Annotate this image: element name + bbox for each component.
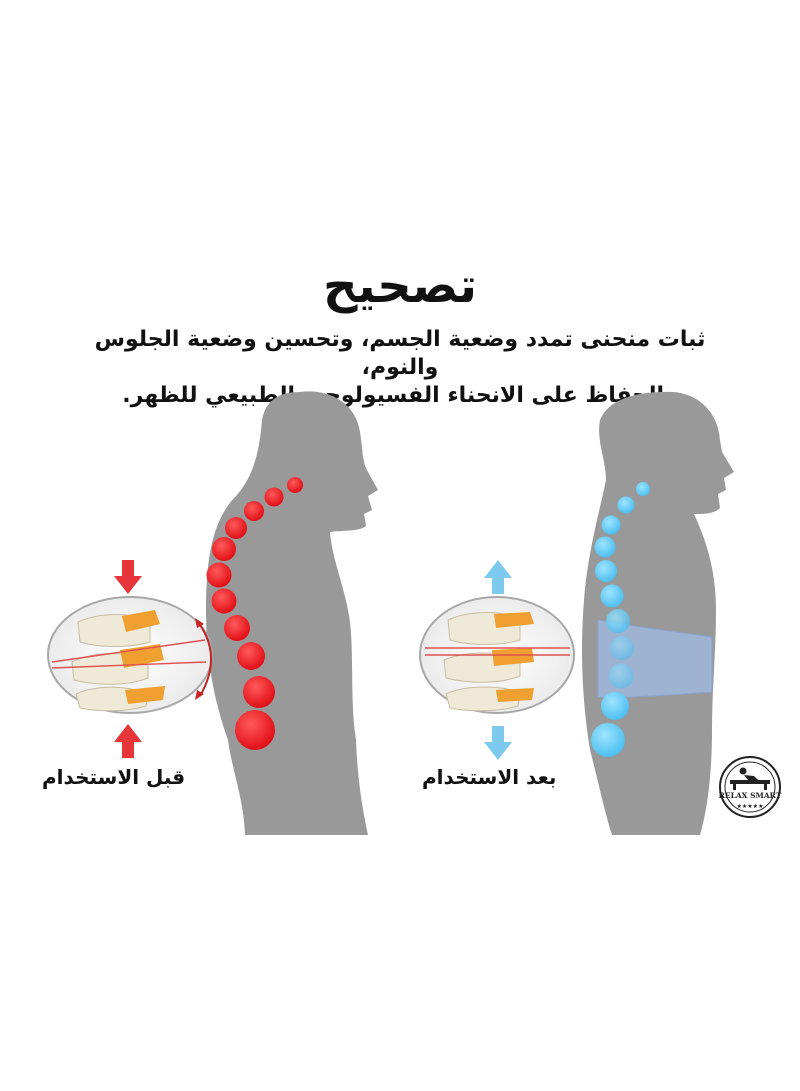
after-silhouette (582, 391, 734, 835)
after-vertebra-lens (419, 596, 575, 714)
spine-dot (595, 560, 617, 582)
spine-dot (617, 496, 635, 514)
before-vertebra-lens (47, 596, 213, 714)
before-spine-dots (206, 477, 303, 750)
before-silhouette (206, 391, 378, 835)
after-use-label: بعد الاستخدام (422, 765, 557, 789)
spine-dot (224, 615, 250, 641)
spine-dot (601, 692, 629, 720)
before-compression-arrows (114, 560, 142, 758)
description-text: ثبات منحنى تمدد وضعية الجسم، وتحسين وضعي… (70, 326, 730, 410)
spine-dot (237, 642, 265, 670)
spine-dot (225, 517, 247, 539)
brand-name: RELAX SMART (719, 791, 782, 800)
after-spine-dots (591, 482, 650, 757)
description-line-1: ثبات منحنى تمدد وضعية الجسم، وتحسين وضعي… (94, 327, 706, 380)
arrow-down-icon (484, 726, 512, 760)
relax-smart-logo: RELAX SMART ★★★★★ (719, 756, 782, 818)
spine-dot (608, 663, 634, 689)
before-use-label: قبل الاستخدام (42, 765, 186, 789)
spine-dot (211, 588, 237, 614)
spine-dot (594, 536, 616, 558)
spine-dot (610, 636, 634, 660)
description-line-2: والحفاظ على الانحناء الفسيولوجي الطبيعي … (122, 383, 678, 408)
spine-dot (606, 609, 630, 633)
spine-dot (264, 487, 284, 507)
spine-dot (600, 584, 624, 608)
spine-dot (243, 676, 275, 708)
arrow-up-icon (114, 724, 142, 758)
spine-dot (206, 562, 232, 588)
arrow-up-icon (484, 560, 512, 594)
spine-dot (244, 501, 264, 521)
spine-dot (235, 710, 275, 750)
spine-dot (601, 515, 621, 535)
page-title: تصحيح (322, 258, 478, 314)
spine-dot (212, 537, 236, 561)
brand-stars: ★★★★★ (737, 803, 764, 810)
spine-dot (287, 477, 303, 493)
after-decompression-arrows (484, 560, 512, 760)
massage-figure-icon (730, 767, 770, 790)
arrow-down-icon (114, 560, 142, 594)
spine-dot (636, 482, 650, 496)
spine-dot (591, 723, 625, 757)
